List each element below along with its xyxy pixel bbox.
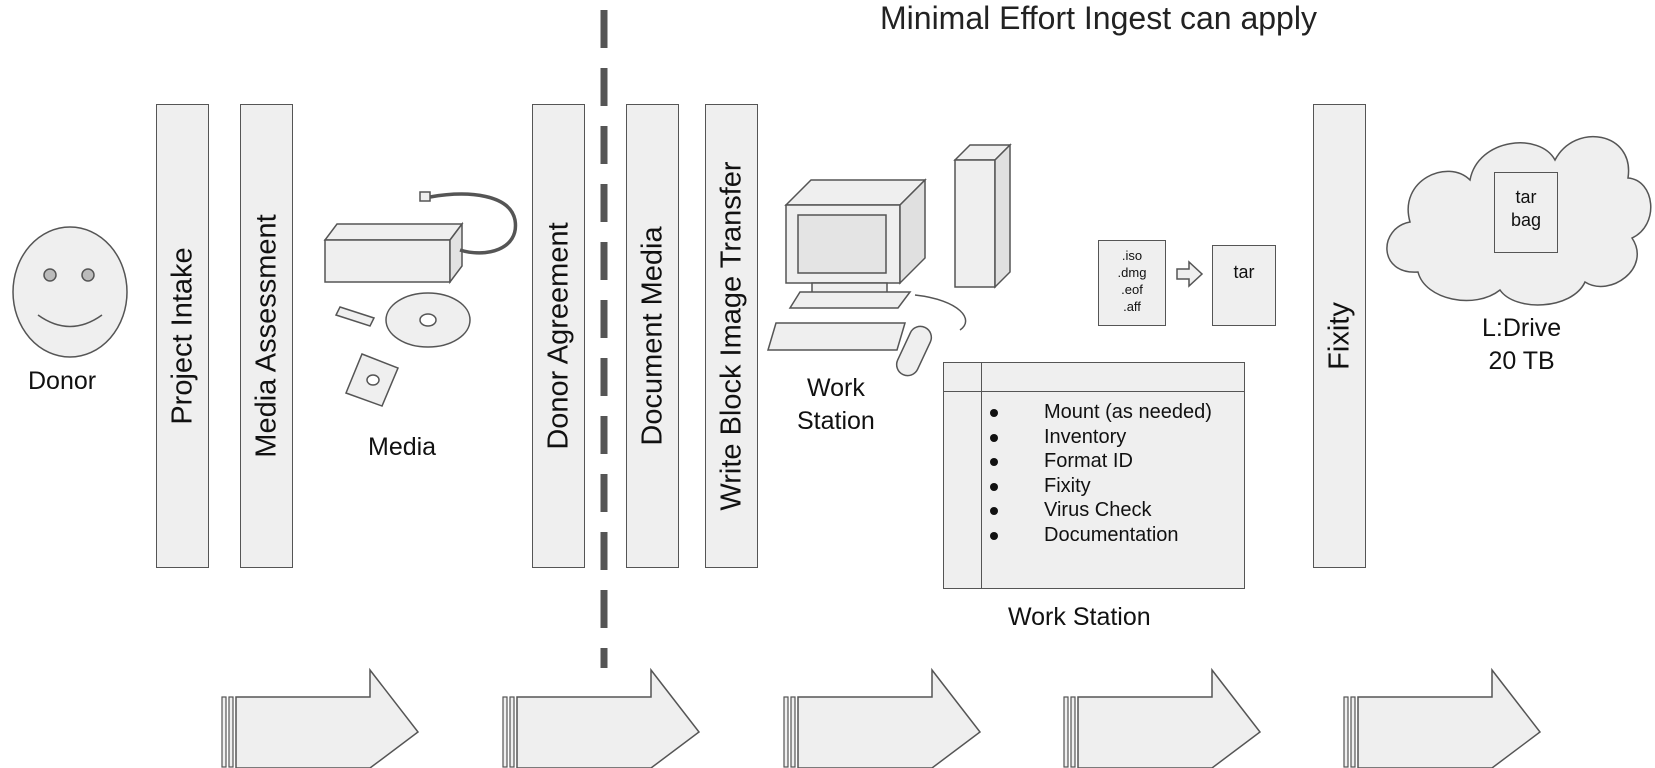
storage-label: L:Drive 20 TB — [1482, 312, 1561, 378]
disk-sleeve-icon — [345, 353, 399, 407]
tar-file-label: tar — [1233, 262, 1255, 282]
format-iso: .iso — [1121, 248, 1143, 263]
pillar-project-intake: Project Intake — [156, 104, 209, 568]
donor-label: Donor — [28, 367, 97, 395]
list-item: Mount (as needed) — [988, 400, 1212, 425]
storage-name: L:Drive — [1482, 314, 1562, 342]
media-label: Media — [368, 433, 437, 461]
workstation-computer-label: Work Station — [797, 372, 875, 438]
pillar-donor-agreement: Donor Agreement — [532, 104, 585, 568]
workstation-panel: Mount (as needed) Inventory Format ID Fi… — [943, 362, 1245, 589]
pillar-label: Donor Agreement — [542, 222, 574, 450]
workstation-label-line2: Station — [797, 407, 875, 435]
format-eof: .eof — [1121, 282, 1143, 297]
format-dmg: .dmg — [1117, 265, 1147, 280]
pillar-document-media: Document Media — [626, 104, 679, 568]
flow-arrow-2 — [502, 667, 701, 768]
format-aff: .aff — [1123, 299, 1141, 314]
pillar-label: Project Intake — [166, 247, 198, 425]
external-drive-icon — [323, 191, 518, 285]
workstation-panel-label: Work Station — [1008, 603, 1151, 631]
list-item: Inventory — [988, 425, 1212, 450]
flow-arrow-4 — [1063, 667, 1262, 768]
pillar-label: Document Media — [636, 226, 668, 446]
tar-file: tar — [1212, 245, 1276, 326]
list-item: Fixity — [988, 474, 1212, 499]
storage-capacity: 20 TB — [1488, 347, 1555, 375]
header-note: Minimal Effort Ingest can apply — [880, 0, 1317, 36]
flow-arrow-1 — [221, 667, 420, 768]
workstation-label-line1: Work — [806, 374, 865, 402]
tar-bag-line1: tar — [1515, 187, 1537, 207]
tar-bag-line2: bag — [1510, 210, 1542, 230]
flow-arrow-3 — [783, 667, 982, 768]
pillar-label: Fixity — [1323, 302, 1355, 370]
pillar-label: Write Block Image Transfer — [715, 161, 747, 511]
convert-arrow-icon — [1176, 260, 1204, 288]
workstation-computer-icon — [766, 143, 1012, 377]
pillar-label: Media Assessment — [250, 214, 282, 458]
pillar-write-block-image-transfer: Write Block Image Transfer — [705, 104, 758, 568]
workstation-steps-list: Mount (as needed) Inventory Format ID Fi… — [988, 400, 1212, 547]
usb-stick-icon — [334, 306, 376, 327]
donor-face-icon — [12, 226, 128, 358]
list-item: Documentation — [988, 523, 1212, 548]
list-item: Virus Check — [988, 498, 1212, 523]
pillar-media-assessment: Media Assessment — [240, 104, 293, 568]
pillar-fixity: Fixity — [1313, 104, 1366, 568]
panel-side-rule — [981, 363, 982, 588]
panel-header-bar — [944, 363, 1244, 392]
list-item: Format ID — [988, 449, 1212, 474]
tar-bag-file: tar bag — [1494, 172, 1558, 253]
optical-disc-icon — [385, 292, 471, 348]
flow-arrow-5 — [1343, 667, 1542, 768]
disk-image-file: .iso .dmg .eof .aff — [1098, 240, 1166, 326]
